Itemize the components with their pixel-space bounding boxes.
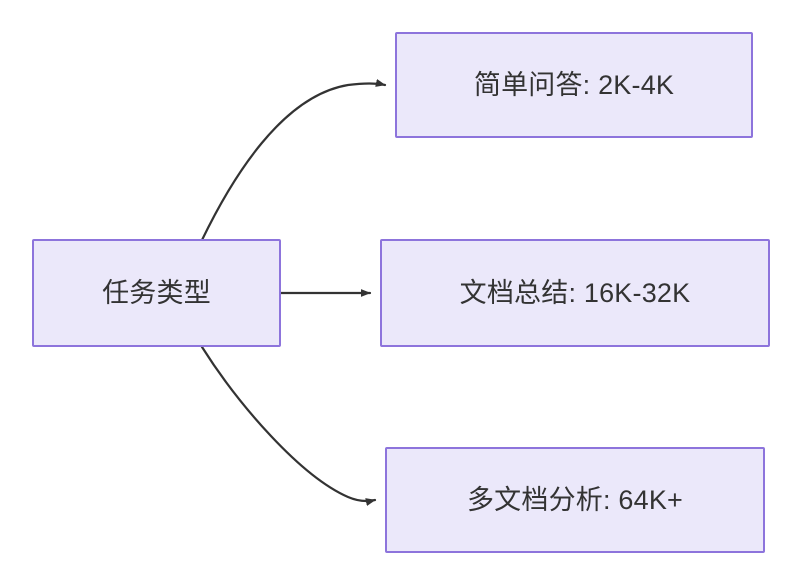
edge-task-type-to-multi-doc [200,345,377,506]
edge-task-type-to-simple-qa [200,79,387,242]
node-task-type-label: 任务类型 [102,277,211,308]
node-task-type[interactable]: 任务类型 [32,239,281,347]
node-simple-qa-label: 简单问答: 2K-4K [473,69,675,100]
node-multi-doc[interactable]: 多文档分析: 64K+ [385,447,765,553]
node-simple-qa[interactable]: 简单问答: 2K-4K [395,32,753,138]
node-multi-doc-label: 多文档分析: 64K+ [466,484,683,515]
node-doc-summary[interactable]: 文档总结: 16K-32K [380,239,770,347]
node-doc-summary-label: 文档总结: 16K-32K [459,277,691,308]
